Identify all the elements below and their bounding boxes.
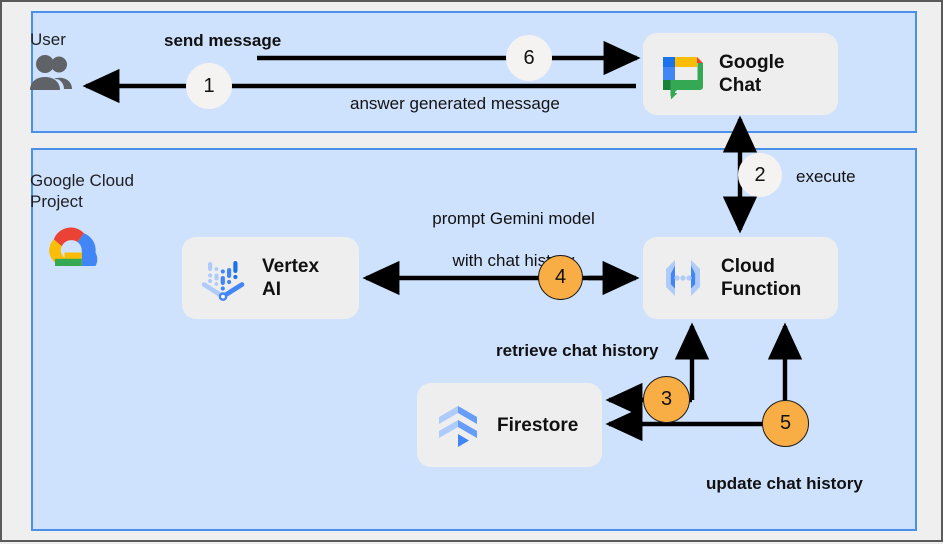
label-send-message: send message	[164, 31, 282, 50]
cloud-function-icon	[666, 260, 700, 296]
card-cloud-function-label: Cloud Function	[721, 256, 802, 300]
step-badge-2: 2	[738, 153, 782, 197]
google-chat-icon	[663, 57, 703, 99]
step-badge-4: 4	[538, 255, 583, 300]
label-prompt-gemini: prompt Gemini model with chat history	[411, 187, 616, 292]
card-vertex-ai[interactable]: Vertex AI	[182, 237, 359, 319]
step-badge-5: 5	[762, 400, 809, 447]
card-firestore[interactable]: Firestore	[417, 383, 602, 467]
vertex-ai-icon	[201, 261, 245, 301]
step-badge-6: 6	[506, 35, 552, 81]
label-retrieve-chat-history: retrieve chat history	[496, 341, 659, 360]
panel-user-title: User	[30, 30, 66, 49]
label-update-chat-history: update chat history	[706, 474, 863, 493]
card-google-chat[interactable]: Google Chat	[643, 33, 838, 115]
step-badge-1: 1	[186, 63, 232, 109]
panel-gcp-title: Google Cloud Project	[30, 171, 134, 211]
firestore-icon	[439, 406, 477, 447]
label-prompt-line1: prompt Gemini model	[432, 209, 595, 228]
google-cloud-logo	[49, 227, 98, 266]
card-google-chat-label: Google Chat	[719, 52, 785, 96]
label-execute: execute	[796, 167, 856, 186]
label-answer-generated-message: answer generated message	[350, 94, 560, 113]
label-prompt-line2: with chat history	[452, 251, 575, 270]
card-cloud-function[interactable]: Cloud Function	[643, 237, 838, 319]
step-badge-3: 3	[643, 376, 690, 423]
people-icon	[30, 55, 72, 90]
card-vertex-ai-label: Vertex AI	[262, 256, 320, 300]
card-firestore-label: Firestore	[497, 414, 579, 436]
